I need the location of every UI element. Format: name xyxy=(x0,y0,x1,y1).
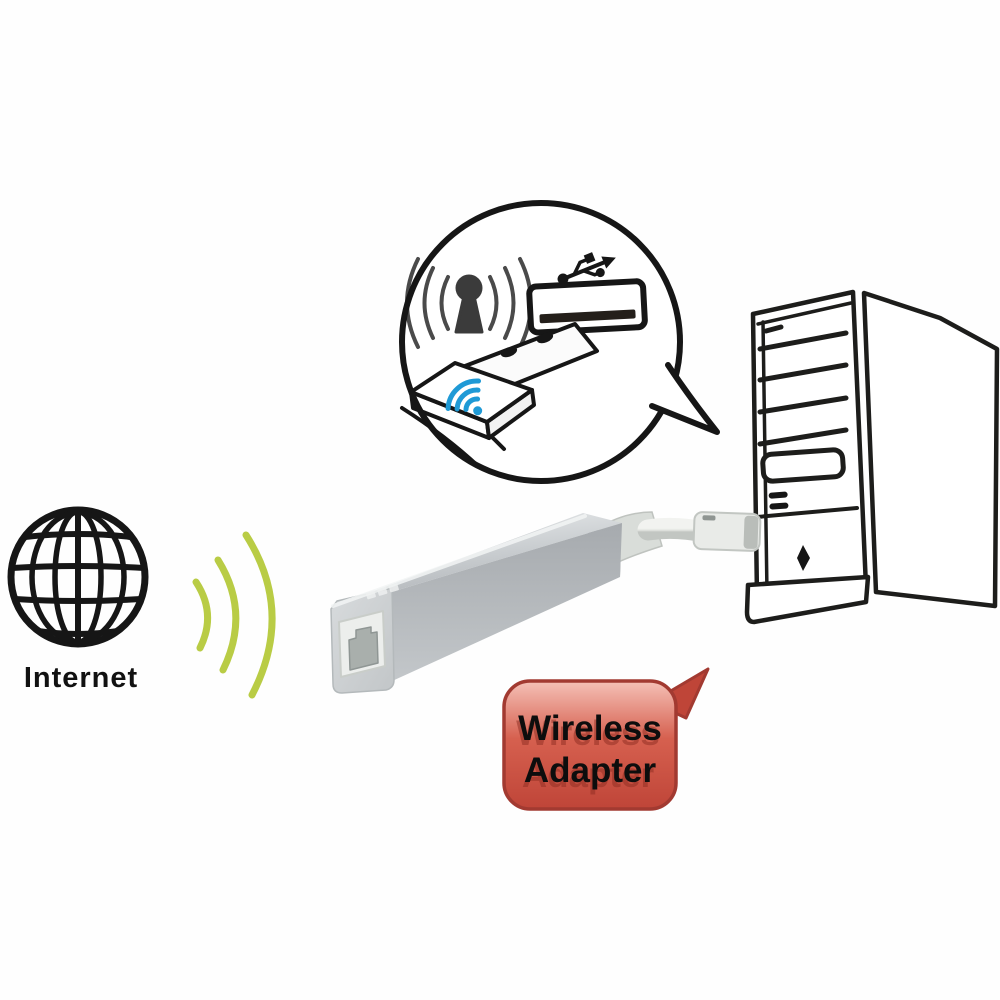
usb-pin-hole xyxy=(500,346,518,358)
adapter-side-face xyxy=(388,523,622,682)
led-dash xyxy=(763,324,784,334)
wireless-adapter-device xyxy=(330,511,762,694)
optical-drive-slot xyxy=(760,447,846,484)
usb-plug xyxy=(692,511,762,552)
signal-waves-icon xyxy=(192,531,276,699)
callout-line1: Wireless xyxy=(518,709,662,748)
tower-base xyxy=(744,574,871,625)
usb-pin-hole xyxy=(536,332,554,344)
brand-logo-mark xyxy=(365,583,399,600)
drive-bay-lines xyxy=(757,330,849,447)
red-speech-bubble: Wireless Adapter Wireless Adapter xyxy=(502,667,710,811)
usb-port-icon xyxy=(526,278,648,336)
usb-trident-icon xyxy=(557,252,616,285)
callout-line1-shadow: Wireless xyxy=(516,714,660,753)
usb-detail-bubble xyxy=(399,200,720,484)
globe-icon xyxy=(7,506,149,648)
computer-tower xyxy=(744,289,1000,625)
adapter-top-face xyxy=(331,513,622,607)
power-diamond-icon xyxy=(797,545,810,571)
callout-line2-shadow: Adapter xyxy=(522,756,655,795)
plug-notch xyxy=(702,515,716,521)
tower-side-panel xyxy=(861,290,1000,609)
usb-wifi-dongle-icon xyxy=(400,322,599,468)
wifi-icon xyxy=(445,378,483,416)
red-bubble-body xyxy=(502,679,678,811)
internet-label: Internet xyxy=(24,662,138,694)
ethernet-port-hole xyxy=(348,626,379,671)
vent-bars xyxy=(768,491,789,510)
bubble-tail xyxy=(649,362,720,435)
bubble-outline xyxy=(399,200,683,484)
callout-line2: Adapter xyxy=(524,751,657,790)
